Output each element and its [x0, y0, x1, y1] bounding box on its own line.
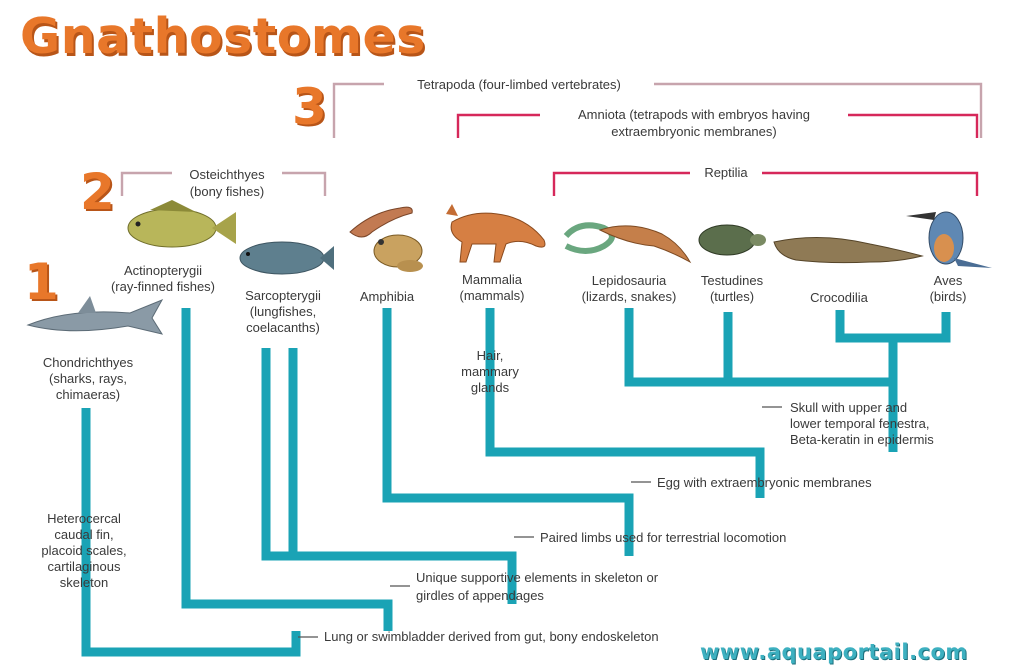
trait-egg: Egg with extraembryonic membranes	[657, 475, 937, 491]
branch-amphibia	[387, 308, 629, 556]
kingfisher-icon	[906, 212, 992, 268]
taxon-testudines: Testudines(turtles)	[692, 273, 772, 305]
osteichthyes-label-line1: Osteichthyes	[172, 167, 282, 183]
tetrapoda-label: Tetrapoda (four-limbed vertebrates)	[384, 77, 654, 93]
watermark: www.aquaportail.com	[700, 640, 968, 664]
coelacanth-icon	[240, 242, 334, 274]
amniota-label-line2: extraembryonic membranes)	[540, 124, 848, 140]
taxon-lepidosauria: Lepidosauria(lizards, snakes)	[566, 273, 692, 305]
perch-fish-icon	[128, 200, 236, 247]
amniota-label-line1: Amniota (tetrapods with embryos having	[540, 107, 848, 123]
branch-crocodilia-aves	[840, 310, 946, 338]
branch-actinopterygii	[186, 308, 388, 631]
taxon-mammalia: Mammalia(mammals)	[446, 272, 538, 304]
taxon-sarcopterygii: Sarcopterygii(lungfishes,coelacanths)	[228, 288, 338, 336]
turtle-icon	[699, 225, 766, 255]
trait-lung: Lung or swimbladder derived from gut, bo…	[324, 629, 744, 645]
taxon-amphibia: Amphibia	[344, 289, 430, 305]
crocodile-icon	[774, 237, 922, 262]
trait-supportive-line2: girdles of appendages	[416, 588, 726, 604]
fox-icon	[446, 204, 545, 262]
diagram-title: Gnathostomes	[20, 8, 426, 65]
taxon-chondrichthyes: Chondrichthyes(sharks, rays,chimaeras)	[16, 355, 160, 403]
lizard-icon	[600, 226, 690, 262]
frog-icon	[374, 235, 423, 272]
group-number-2: 2	[80, 167, 115, 217]
osteichthyes-label-line2: (bony fishes)	[172, 184, 282, 200]
trait-supportive-line1: Unique supportive elements in skeleton o…	[416, 570, 726, 586]
group-number-1: 1	[24, 257, 59, 307]
trait-paired-limbs: Paired limbs used for terrestrial locomo…	[540, 530, 850, 546]
group-number-3: 3	[292, 82, 327, 132]
taxon-crocodilia: Crocodilia	[796, 290, 882, 306]
taxon-actinopterygii: Actinopterygii(ray-finned fishes)	[88, 263, 238, 295]
salamander-icon	[350, 207, 412, 237]
taxon-aves: Aves(birds)	[918, 273, 978, 305]
reptilia-label: Reptilia	[690, 165, 762, 181]
